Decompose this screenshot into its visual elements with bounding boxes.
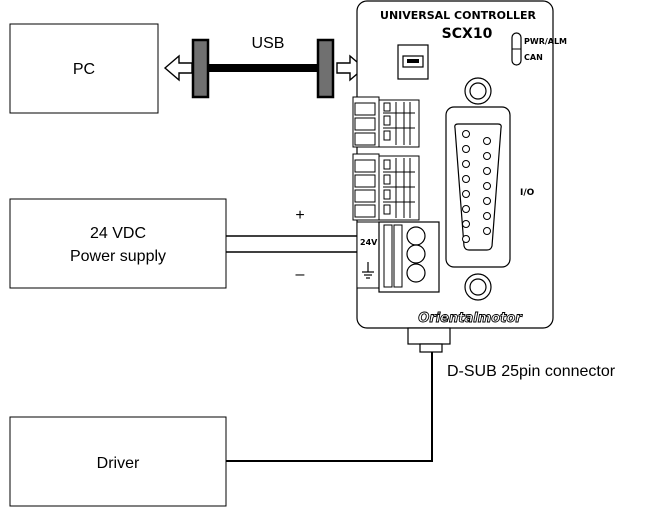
usb-cable: USB <box>163 35 366 99</box>
io-dsub-connector <box>445 106 511 268</box>
dsub25-connector <box>407 327 451 353</box>
terminal-block-top <box>352 96 420 148</box>
ground-icon <box>362 262 374 279</box>
power-supply-box: 24 VDC Power supply <box>9 198 227 289</box>
power-supply-label-1: 24 VDC <box>90 225 146 242</box>
mounting-screw-top <box>464 77 492 105</box>
led-label-can: CAN <box>524 53 543 62</box>
controller-model: SCX10 <box>442 26 493 42</box>
driver-box: Driver <box>9 416 227 507</box>
usb-port <box>397 44 429 80</box>
driver-cable <box>226 350 433 462</box>
terminal-block-middle <box>352 153 420 221</box>
minus-sign: – <box>296 266 305 283</box>
usb-cable-line <box>208 64 318 72</box>
terminal-screw-ground <box>406 263 426 283</box>
power-supply-label-2: Power supply <box>70 248 166 265</box>
pc-label: PC <box>73 61 95 78</box>
terminal-screw-plus <box>406 226 426 246</box>
led-indicator-icon <box>511 32 522 66</box>
controller-title: UNIVERSAL CONTROLLER <box>380 9 536 22</box>
usb-plug-right <box>316 38 335 99</box>
terminal-screw-minus <box>406 244 426 264</box>
io-label: I/O <box>520 188 535 198</box>
pc-box: PC <box>9 23 159 114</box>
plus-sign: + <box>295 207 304 224</box>
power-terminal-block: 24V <box>356 221 440 293</box>
usb-plug-left <box>191 38 210 99</box>
led-label-pwr-alm: PWR/ALM <box>524 37 567 46</box>
left-arrow-icon <box>163 54 193 82</box>
brand-logo: Orientalmotor <box>418 311 523 326</box>
controller-unit: UNIVERSAL CONTROLLER SCX10 PWR/ALM CAN <box>352 0 567 329</box>
dsub-connector-label: D-SUB 25pin connector <box>447 363 616 380</box>
voltage-label: 24V <box>360 238 378 247</box>
mounting-screw-bottom <box>464 273 492 301</box>
driver-label: Driver <box>97 455 140 472</box>
usb-label: USB <box>252 35 285 52</box>
